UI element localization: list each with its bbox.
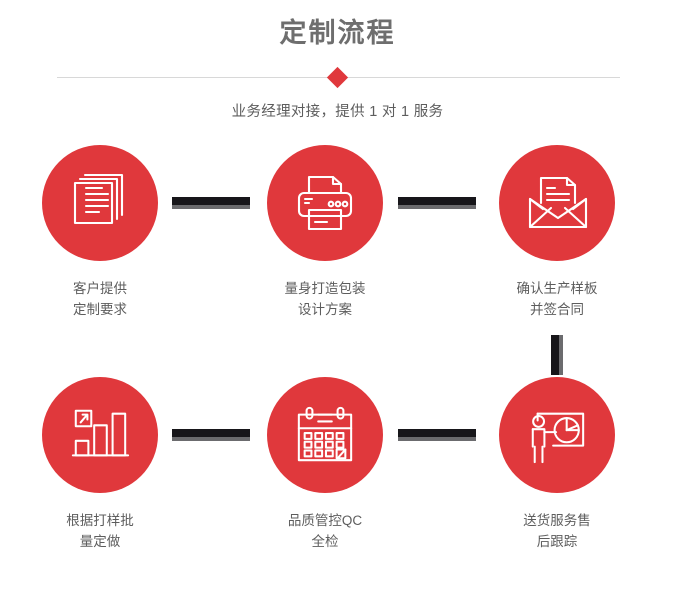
flow-step-5-circle [267,377,383,493]
process-flow: 客户提供 定制要求 [0,145,675,589]
connector-shadow [398,437,476,441]
page-title: 定制流程 [279,18,396,48]
page-subtitle: 业务经理对接，提供 1 对 1 服务 [231,104,444,120]
flow-row-bottom: 根据打样批 量定做 [0,377,675,589]
flow-step-2-caption: 量身打造包装 设计方案 [284,281,366,317]
flow-step-5[interactable]: 品质管控QC 全检 [230,377,420,552]
connector-step2-step3 [398,197,476,209]
flow-step-3[interactable]: 确认生产样板 并签合同 [462,145,652,320]
bar-chart-growth-icon [69,404,131,466]
documents-icon [68,171,132,235]
flow-step-4-caption: 根据打样批 量定做 [66,513,134,549]
connector-step4-step5 [172,429,250,441]
printer-icon [293,171,357,235]
connector-bar [551,335,559,375]
connector-bar [172,429,250,437]
flow-row-top: 客户提供 定制要求 [0,145,675,357]
envelope-document-icon [525,171,589,235]
flow-step-2-circle [267,145,383,261]
presenter-pie-chart-icon [526,404,588,466]
flow-step-4[interactable]: 根据打样批 量定做 [5,377,195,552]
calendar-check-icon [294,404,356,466]
flow-step-4-circle [42,377,158,493]
flow-step-5-caption: 品质管控QC 全检 [287,513,363,549]
connector-step5-step6 [398,429,476,441]
diamond-marker-icon [326,66,349,88]
connector-shadow [172,205,250,209]
connector-shadow [398,205,476,209]
connector-step1-step2 [172,197,250,209]
connector-shadow [172,437,250,441]
connector-bar [398,429,476,437]
connector-shadow [559,335,563,375]
flow-step-2[interactable]: 量身打造包装 设计方案 [230,145,420,320]
connector-bar [398,197,476,205]
connector-bar [172,197,250,205]
title-divider [0,66,675,88]
connector-step3-step6 [551,335,563,375]
flow-step-6-caption: 送货服务售 后跟踪 [523,513,591,549]
flow-step-1-circle [42,145,158,261]
flow-step-1[interactable]: 客户提供 定制要求 [5,145,195,320]
page-header: 定制流程 业务经理对接，提供 1 对 1 服务 [0,0,675,121]
flow-step-1-caption: 客户提供 定制要求 [73,281,127,317]
flow-step-6[interactable]: 送货服务售 后跟踪 [462,377,652,552]
flow-step-3-caption: 确认生产样板 并签合同 [516,281,598,317]
flow-step-3-circle [499,145,615,261]
flow-step-6-circle [499,377,615,493]
